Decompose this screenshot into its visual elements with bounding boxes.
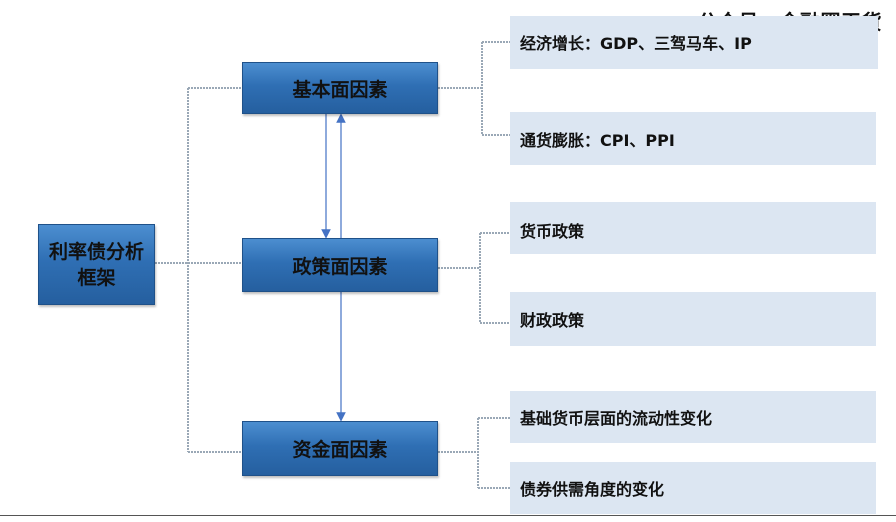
factor-label: 基本面因素 [292, 78, 388, 101]
detail-node-supply-demand: 债券供需角度的变化 [510, 462, 876, 514]
detail-label: 财政政策 [520, 311, 585, 330]
detail-label: 债券供需角度的变化 [520, 480, 665, 499]
detail-label: 通货膨胀：CPI、PPI [520, 130, 675, 150]
factor-node-policy: 政策面因素 [242, 238, 438, 292]
bottom-rule [0, 515, 896, 516]
detail-label: 经济增长：GDP、三驾马车、IP [520, 34, 752, 53]
detail-label: 货币政策 [520, 222, 585, 241]
factor-label: 政策面因素 [292, 255, 388, 278]
detail-node-monetary: 货币政策 [510, 202, 876, 254]
factor-node-liquidity: 资金面因素 [242, 421, 438, 476]
root-node: 利率债分析框架 [38, 224, 155, 305]
factor-node-fundamental: 基本面因素 [242, 62, 438, 114]
detail-node-fiscal: 财政政策 [510, 292, 876, 346]
root-node-label: 利率债分析框架 [48, 240, 144, 289]
detail-node-inflation: 通货膨胀：CPI、PPI [510, 112, 876, 165]
detail-node-base-money: 基础货币层面的流动性变化 [510, 391, 876, 443]
detail-label: 基础货币层面的流动性变化 [520, 409, 713, 428]
detail-node-growth: 经济增长：GDP、三驾马车、IP [510, 16, 878, 69]
factor-label: 资金面因素 [292, 439, 388, 461]
